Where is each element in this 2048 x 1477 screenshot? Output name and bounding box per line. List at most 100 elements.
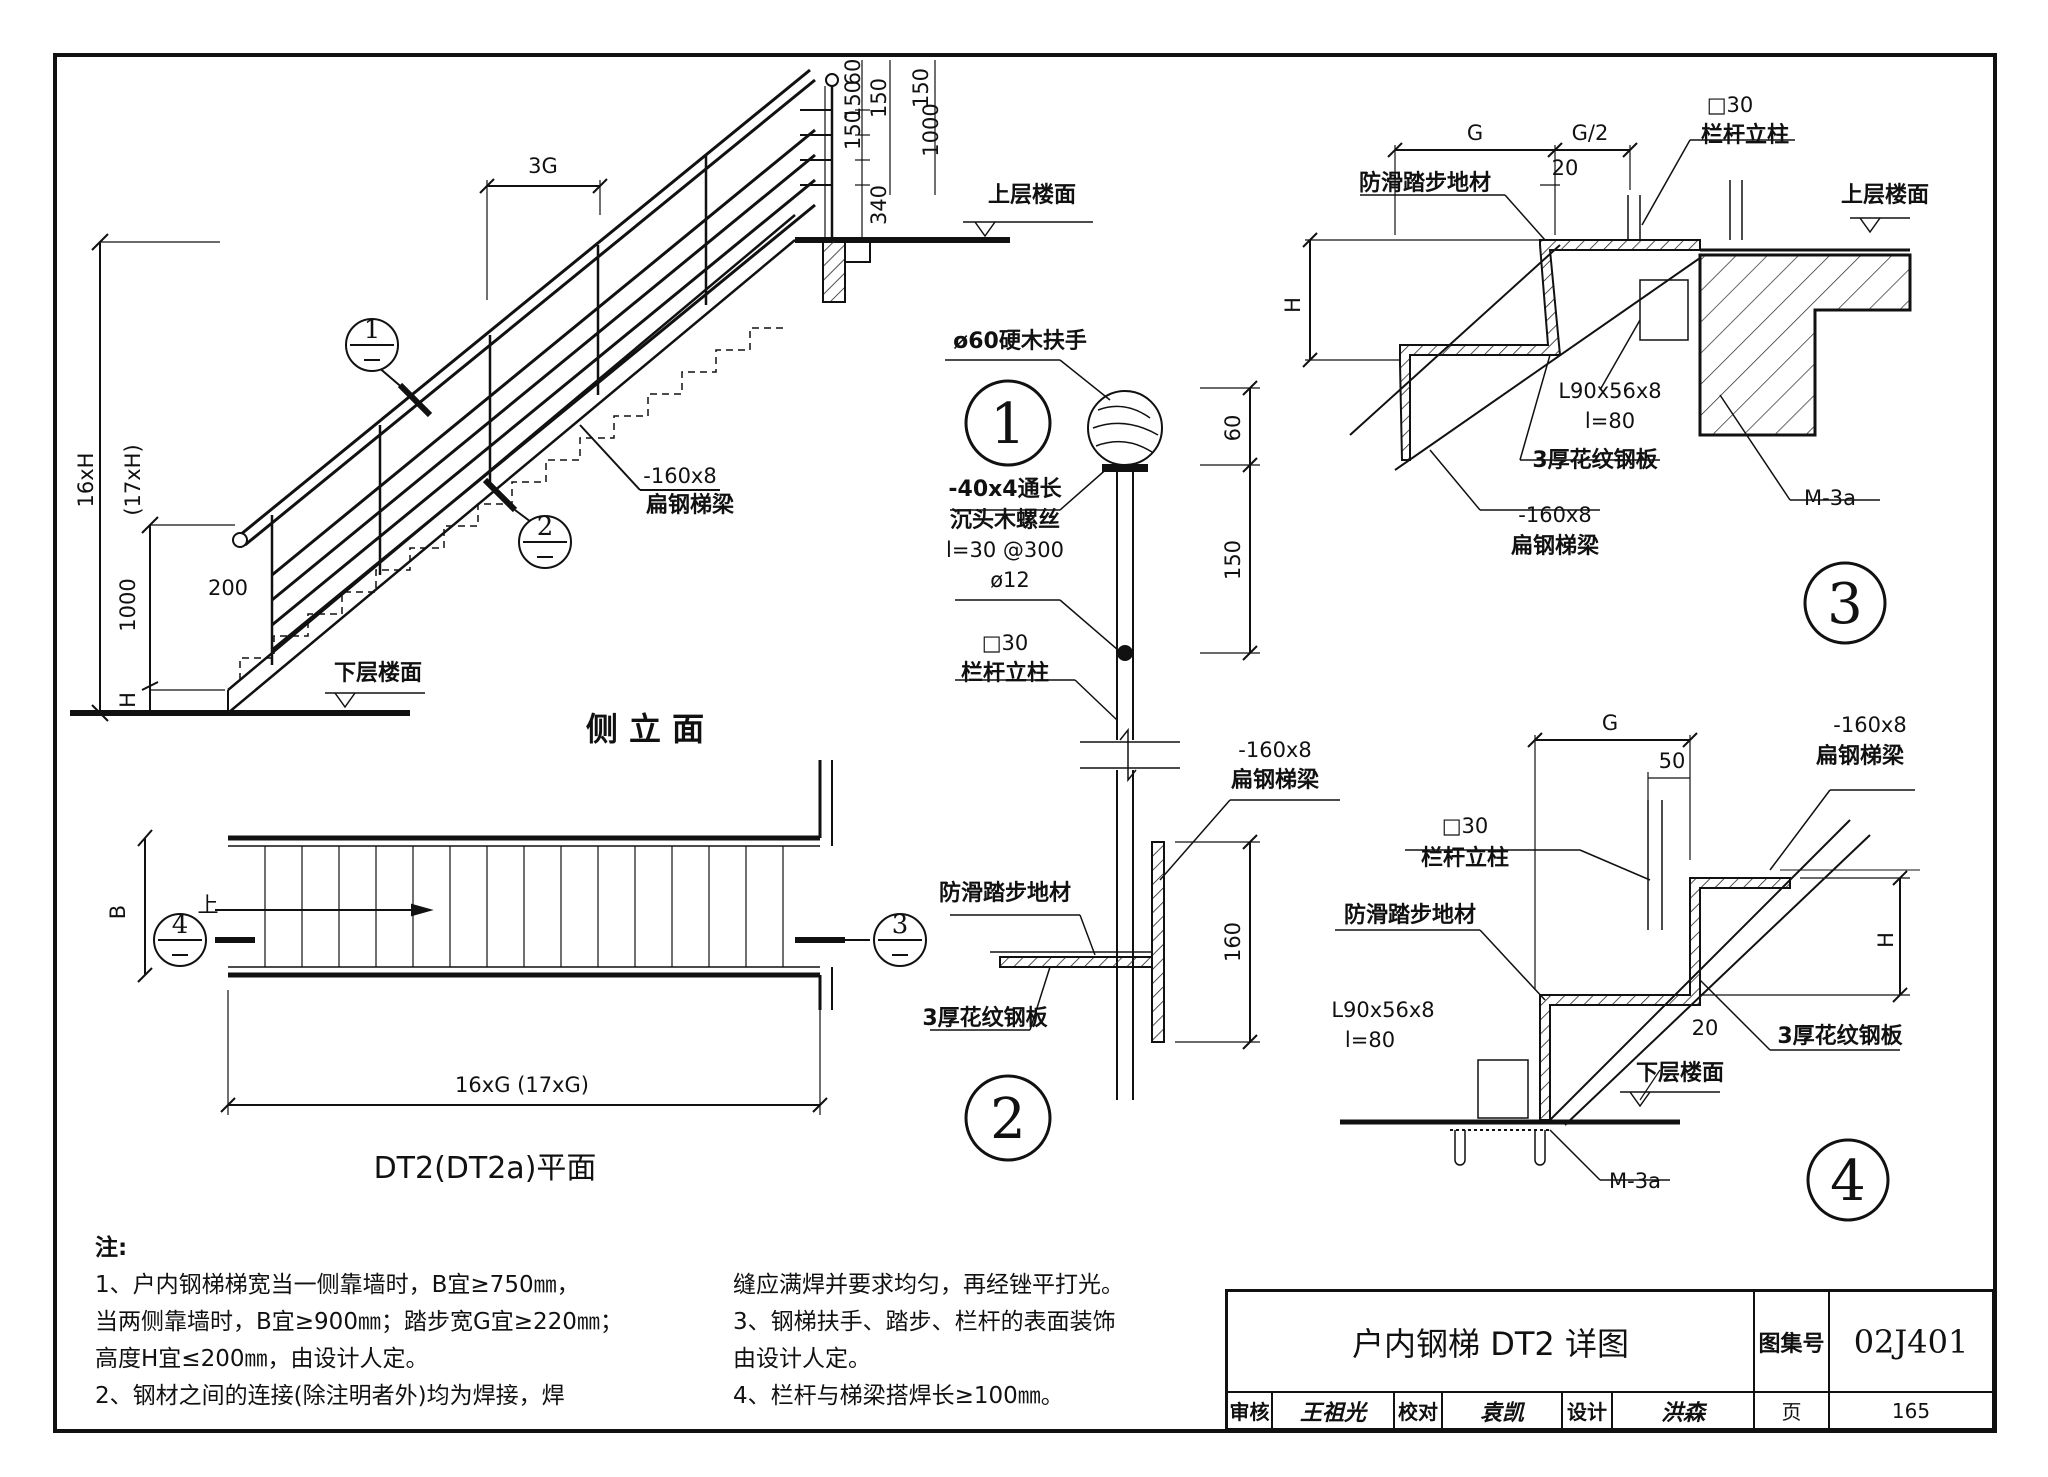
- d4-lower-floor: 下层楼面: [1636, 1061, 1724, 1086]
- d3-beam-size: -160x8: [1518, 503, 1591, 527]
- d4-beam-name: 扁钢梯梁: [1816, 743, 1904, 769]
- svg-text:2: 2: [990, 1087, 1026, 1152]
- callout-3-plan: 3: [873, 910, 927, 967]
- dim-17xh: (17xH): [121, 444, 145, 515]
- d4-h: H: [1874, 932, 1898, 948]
- d4-50: 50: [1659, 749, 1686, 773]
- d4-angle: L90x56x8: [1331, 998, 1434, 1022]
- d4-g: G: [1602, 711, 1618, 735]
- label-plate-1: 3厚花纹钢板: [922, 1005, 1048, 1031]
- d3-g-half: G/2: [1572, 121, 1609, 145]
- dim-340: 340: [867, 185, 891, 225]
- d3-beam-name: 扁钢梯梁: [1511, 533, 1599, 559]
- page-number: 165: [1891, 1398, 1931, 1423]
- note-line: 3、钢梯扶手、踏步、栏杆的表面装饰: [733, 1309, 1116, 1335]
- d3-plate: 3厚花纹钢板: [1532, 447, 1658, 473]
- atlas-label: 图集号: [1755, 1292, 1830, 1393]
- note-line: 4、栏杆与梯梁搭焊长≥100㎜。: [733, 1383, 1064, 1409]
- plan-view: [137, 760, 870, 1115]
- svg-text:1: 1: [364, 315, 381, 345]
- label-tread-1: 防滑踏步地材: [939, 880, 1071, 906]
- d3-embed: M-3a: [1804, 486, 1856, 510]
- check-label: 校对: [1395, 1393, 1443, 1428]
- d3-upper-floor: 上层楼面: [1841, 183, 1929, 208]
- label-post-size-1: □30: [982, 631, 1029, 655]
- title-plan: DT2(DT2a)平面: [374, 1151, 597, 1186]
- dim-200: 200: [208, 576, 248, 600]
- label-beam-name-side: 扁钢梯梁: [646, 492, 734, 518]
- dim-h-left: H: [116, 692, 140, 708]
- d4-plate: 3厚花纹钢板: [1777, 1023, 1903, 1049]
- d3-post-name: 栏杆立柱: [1701, 122, 1789, 148]
- dim-150b: 150: [841, 110, 865, 150]
- label-flat-bar: -40x4通长: [948, 477, 1062, 502]
- d4-post-name: 栏杆立柱: [1421, 845, 1509, 871]
- note-line: 当两侧靠墙时，B宜≥900㎜；踏步宽G宜≥220㎜；: [95, 1309, 623, 1335]
- review-signature: 王祖光: [1273, 1393, 1395, 1428]
- d3-20: 20: [1552, 156, 1579, 180]
- svg-text:1: 1: [990, 392, 1026, 457]
- note-line: 高度H宜≤200㎜，由设计人定。: [95, 1346, 429, 1372]
- dim-60: 60: [841, 59, 865, 86]
- dim-150c: 150: [867, 78, 891, 118]
- review-label: 审核: [1228, 1393, 1273, 1428]
- d4-angle-len: l=80: [1345, 1028, 1395, 1052]
- note-line: 2、钢材之间的连接(除注明者外)均为焊接，焊: [95, 1383, 565, 1409]
- d3-h: H: [1281, 297, 1305, 313]
- dim-1000-left: 1000: [116, 578, 140, 631]
- d4-embed: M-3a: [1609, 1169, 1661, 1193]
- label-lower-floor-side: 下层楼面: [334, 661, 422, 686]
- d3-post-size: □30: [1707, 93, 1754, 117]
- note-line: 缝应满焊并要求均匀，再经锉平打光。: [733, 1272, 1124, 1298]
- drawing-title: 户内钢梯 DT2 详图: [1228, 1292, 1755, 1393]
- svg-text:3: 3: [892, 910, 909, 940]
- notes-right: 缝应满焊并要求均匀，再经锉平打光。 3、钢梯扶手、踏步、栏杆的表面装饰 由设计人…: [733, 1267, 1124, 1415]
- d3-tread: 防滑踏步地材: [1359, 170, 1491, 196]
- atlas-number: 02J401: [1830, 1292, 1992, 1393]
- d3-angle-len: l=80: [1585, 409, 1635, 433]
- svg-text:4: 4: [1830, 1149, 1866, 1214]
- dim-150a: 150: [841, 80, 865, 120]
- title-side-elevation: 侧 立 面: [586, 710, 704, 748]
- notes-left: 注: 1、户内钢梯梯宽当一侧靠墙时，B宜≥750㎜， 当两侧靠墙时，B宜≥900…: [95, 1230, 623, 1415]
- label-screw-spec: l=30 @300: [946, 538, 1064, 562]
- label-handrail: ø60硬木扶手: [953, 329, 1087, 354]
- title-block: 户内钢梯 DT2 详图 图集号 02J401 审核 王祖光 校对 袁凯 设计 洪…: [1225, 1289, 1995, 1431]
- d4-beam-size: -160x8: [1833, 713, 1906, 737]
- note-line: 由设计人定。: [733, 1346, 871, 1372]
- d3-angle: L90x56x8: [1558, 379, 1661, 403]
- detail-number-2: 2: [964, 1074, 1052, 1162]
- detail-1-2: [930, 359, 1340, 1100]
- svg-text:3: 3: [1827, 572, 1863, 637]
- label-beam-size-side: -160x8: [643, 464, 716, 488]
- sheet-border: [53, 53, 1997, 1433]
- label-rod: ø12: [990, 568, 1030, 592]
- label-beam-name-1: 扁钢梯梁: [1231, 767, 1319, 793]
- d3-g: G: [1467, 121, 1483, 145]
- svg-text:4: 4: [172, 910, 189, 940]
- detail-number-1: 1: [964, 379, 1052, 467]
- svg-text:2: 2: [537, 512, 554, 542]
- d4-post-size: □30: [1442, 814, 1489, 838]
- check-signature: 袁凯: [1443, 1393, 1563, 1428]
- label-post-name-1: 栏杆立柱: [961, 660, 1049, 686]
- dim-1000-right: 1000: [919, 103, 943, 156]
- side-elevation: [70, 60, 1093, 722]
- design-label: 设计: [1563, 1393, 1613, 1428]
- d4-20: 20: [1692, 1016, 1719, 1040]
- label-beam-size-1: -160x8: [1238, 738, 1311, 762]
- dim-16xh: 16xH: [74, 453, 98, 508]
- detail-3: [1302, 139, 1912, 511]
- dim-60-d1: 60: [1221, 415, 1245, 442]
- label-upper-floor-side: 上层楼面: [988, 183, 1076, 208]
- dim-b-plan: B: [106, 905, 130, 919]
- detail-4: [1335, 732, 1920, 1181]
- dim-160-d2: 160: [1221, 922, 1245, 962]
- dim-150-d1: 150: [1221, 540, 1245, 580]
- note-line: 1、户内钢梯梯宽当一侧靠墙时，B宜≥750㎜，: [95, 1272, 580, 1298]
- d4-tread: 防滑踏步地材: [1344, 902, 1476, 928]
- dim-3g: 3G: [528, 154, 558, 178]
- design-signature: 洪森: [1613, 1393, 1755, 1428]
- detail-number-4: 4: [1806, 1138, 1890, 1222]
